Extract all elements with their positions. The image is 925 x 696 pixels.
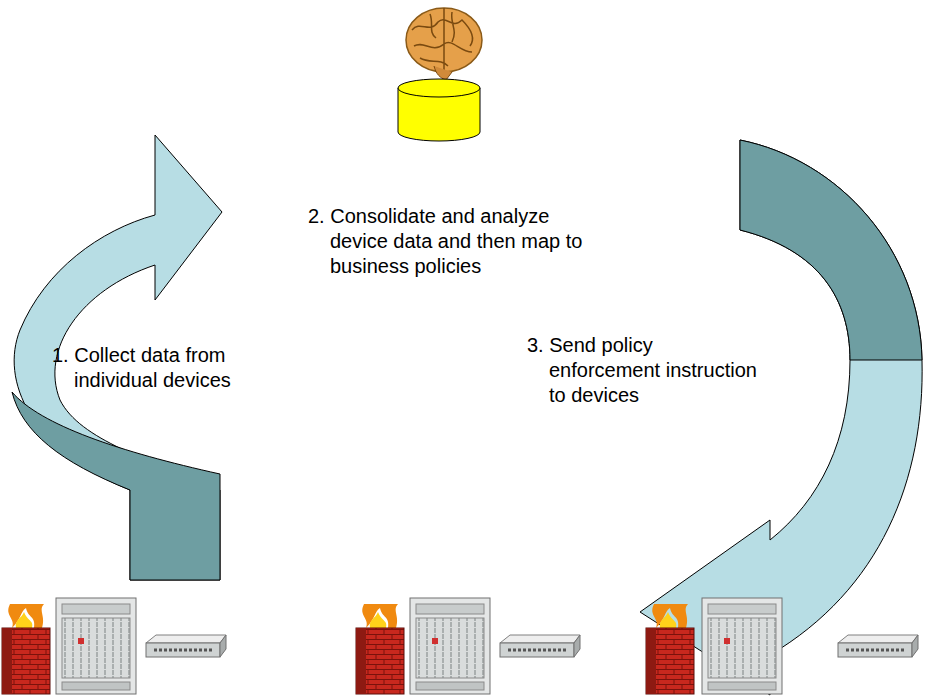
step-label: 2. Consolidate and analyze device data a…	[308, 204, 600, 279]
send-arrow	[640, 140, 922, 695]
brain-icon	[406, 8, 482, 80]
network-devices	[2, 598, 918, 694]
step-label: 1. Collect data from individual devices	[52, 343, 284, 393]
database-cylinder	[398, 79, 480, 141]
step-label: 3. Send policy enforcement instruction t…	[527, 333, 763, 408]
